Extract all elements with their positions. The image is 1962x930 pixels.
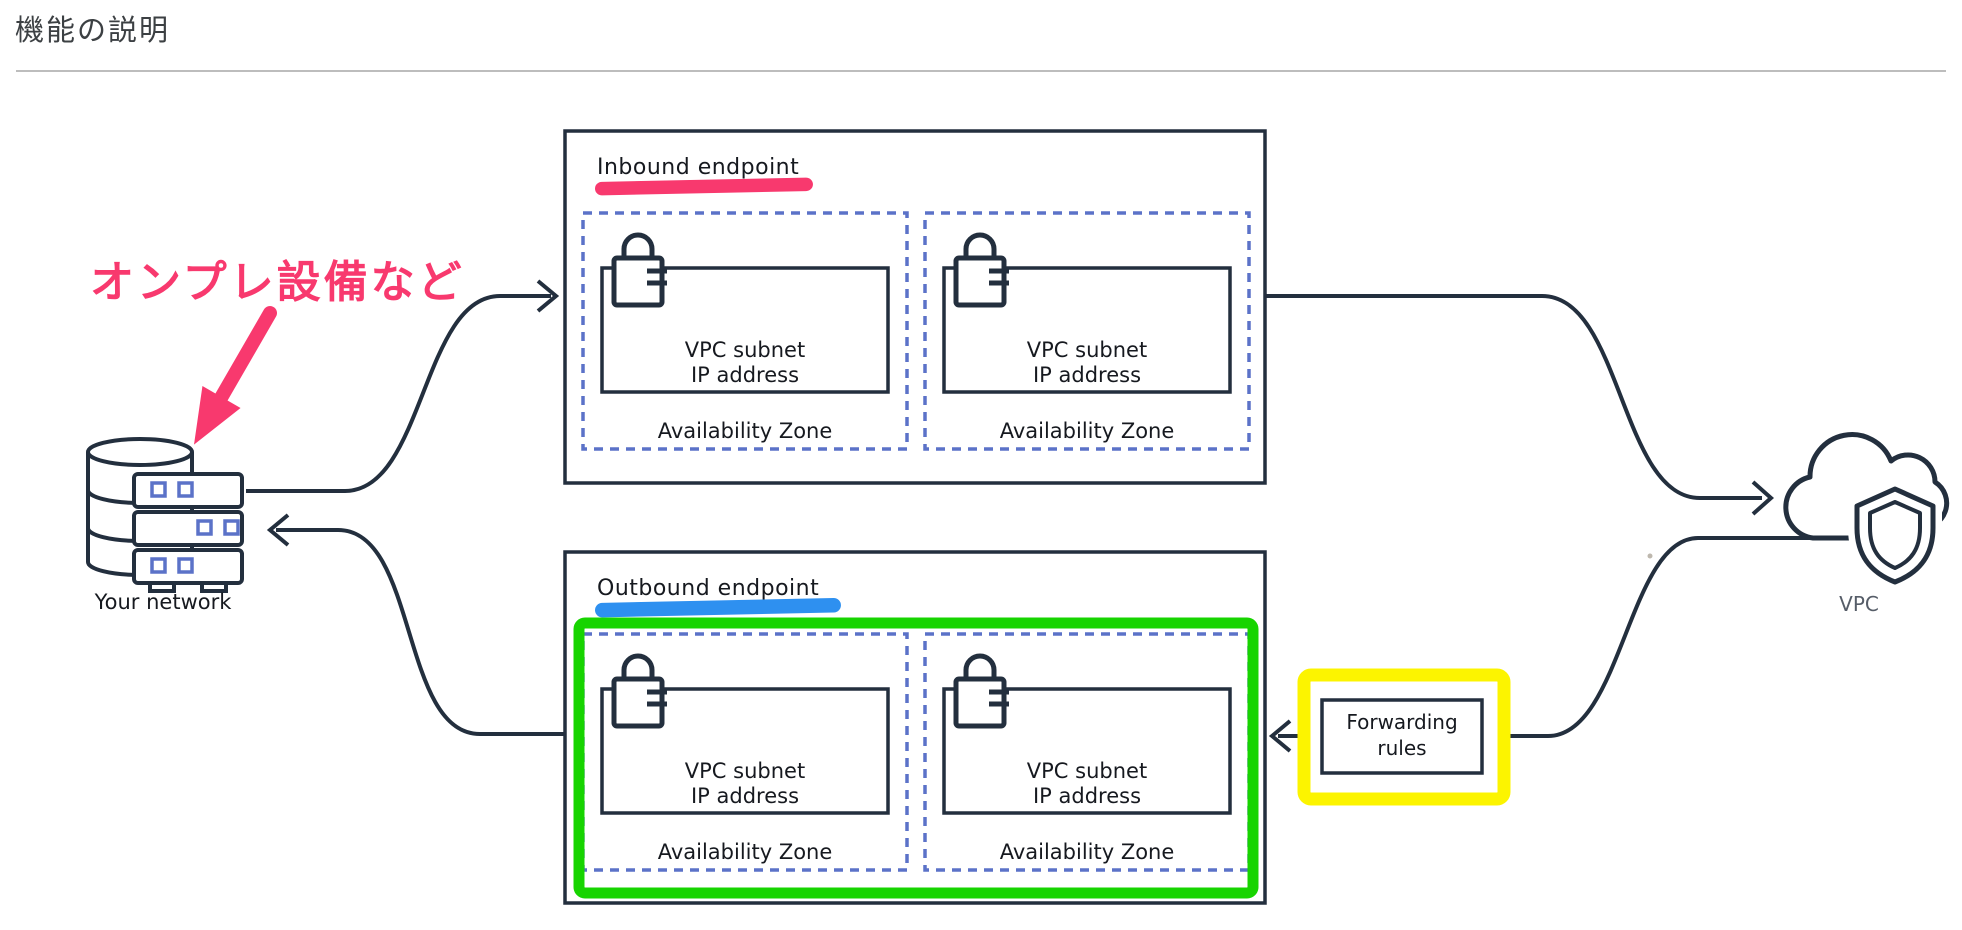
lock-icon <box>614 656 667 726</box>
connector-inbound-to-vpc <box>1265 294 1762 500</box>
green-highlight-frame <box>573 617 1259 899</box>
forwarding-rules-box: Forwarding rules <box>1297 668 1511 806</box>
shield-icon <box>1848 480 1942 591</box>
onprem-label: オンプレ設備など <box>90 257 465 308</box>
your-network-node: Your network <box>86 437 244 614</box>
inbound-availability-zone-1: VPC subnet IP address Availability Zone <box>581 211 909 451</box>
vpc-label: VPC <box>1839 592 1879 616</box>
availability-zone-label: Availability Zone <box>1000 419 1175 443</box>
inbound-endpoint-box: Inbound endpoint VPC subnet IP address A… <box>563 129 1267 485</box>
connector-vpc-to-forwarding <box>1502 536 1812 738</box>
az-dashed-border <box>581 211 909 451</box>
connector-network-to-inbound <box>246 294 551 493</box>
subnet-label-line2: IP address <box>691 784 799 808</box>
lock-icon <box>614 235 667 305</box>
subnet-label-line1: VPC subnet <box>685 759 805 783</box>
arrowhead-into-outbound <box>1268 719 1292 753</box>
forwarding-label-line1: Forwarding <box>1346 710 1457 734</box>
forwarding-rules-border <box>1320 698 1484 775</box>
inbound-title: Inbound endpoint <box>597 155 799 180</box>
subnet-label-line2: IP address <box>1033 784 1141 808</box>
arrowhead-into-vpc <box>1751 480 1775 516</box>
outbound-underline-highlight <box>595 597 841 618</box>
az-dashed-border <box>581 632 909 872</box>
inbound-underline-highlight <box>594 177 813 196</box>
forwarding-label-line2: rules <box>1377 736 1426 760</box>
availability-zone-label: Availability Zone <box>658 419 833 443</box>
outbound-title: Outbound endpoint <box>597 576 819 601</box>
outbound-endpoint-box: Outbound endpoint VPC subnet IP address … <box>563 550 1267 905</box>
inbound-availability-zone-2: VPC subnet IP address Availability Zone <box>923 211 1251 451</box>
connectors <box>246 279 1812 753</box>
subnet-label-line1: VPC subnet <box>685 338 805 362</box>
outbound-availability-zone-1 <box>581 632 909 872</box>
inbound-outer-border <box>563 129 1267 485</box>
page-header: 機能の説明 <box>15 13 1946 72</box>
subnet-label-line2: IP address <box>1033 363 1141 387</box>
onprem-annotation: オンプレ設備など <box>86 253 466 445</box>
stray-mark <box>1647 553 1653 559</box>
vpc-node: VPC <box>1783 432 1950 616</box>
outbound-availability-zone-2 <box>923 632 1251 872</box>
az-dashed-border <box>923 632 1251 872</box>
outbound-zone-2-content: VPC subnet IP address Availability Zone <box>942 656 1232 864</box>
connector-outbound-to-network <box>276 528 565 736</box>
arrowhead-into-network <box>266 513 290 547</box>
outbound-outer-border <box>563 550 1267 905</box>
subnet-label-line1: VPC subnet <box>1027 759 1147 783</box>
lock-icon <box>956 656 1009 726</box>
subnet-label-line1: VPC subnet <box>1027 338 1147 362</box>
subnet-label-line2: IP address <box>691 363 799 387</box>
arrowhead-into-inbound <box>536 279 560 313</box>
lock-icon <box>956 235 1009 305</box>
az-dashed-border <box>923 211 1251 451</box>
page-title: 機能の説明 <box>15 13 170 47</box>
server-icon <box>132 472 244 593</box>
onprem-arrow-icon <box>194 306 277 445</box>
your-network-label: Your network <box>94 590 233 614</box>
outbound-zone-1-content: VPC subnet IP address Availability Zone <box>600 656 890 864</box>
availability-zone-label: Availability Zone <box>1000 840 1175 864</box>
availability-zone-label: Availability Zone <box>658 840 833 864</box>
